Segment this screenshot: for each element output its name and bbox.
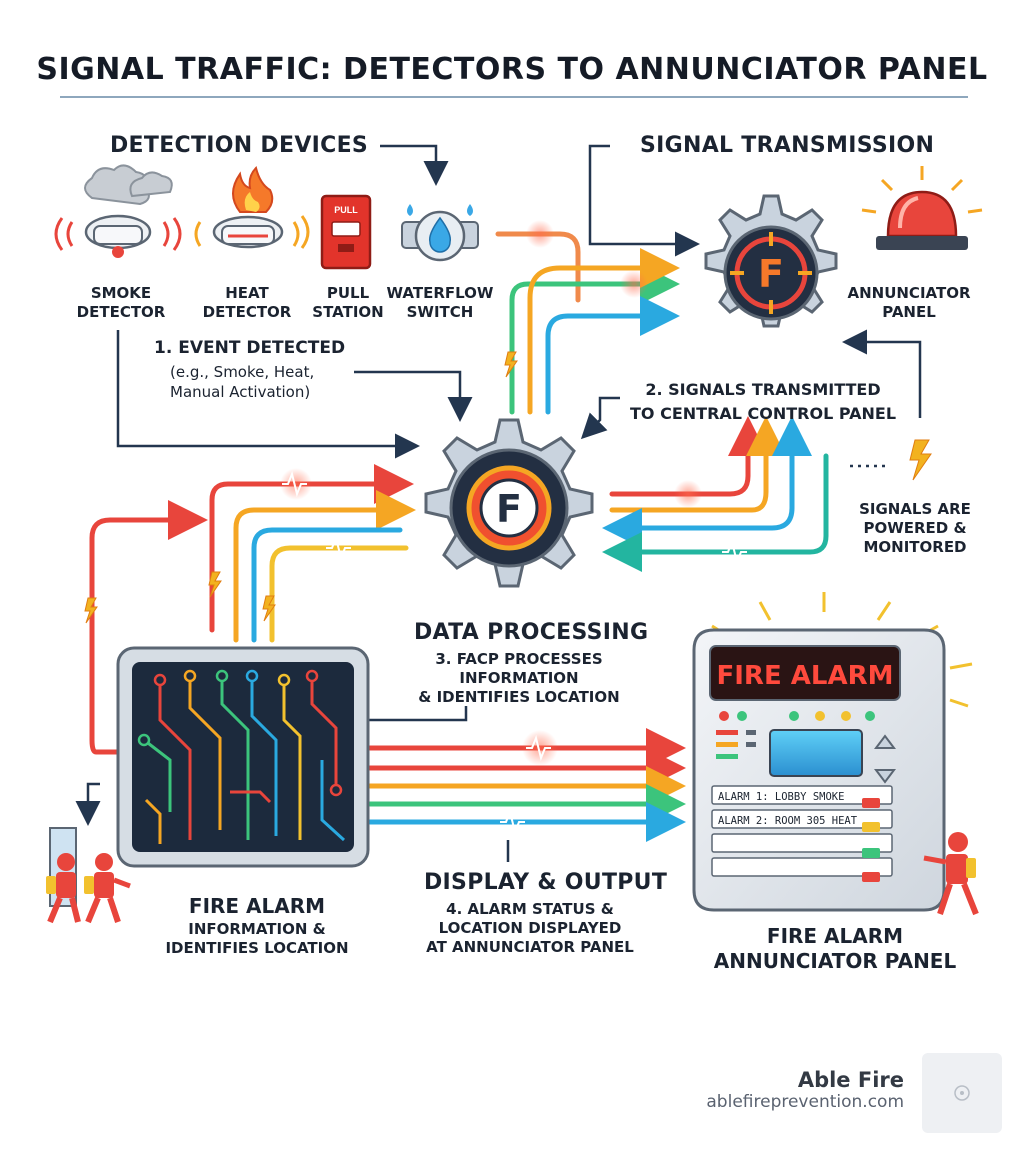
section-display-output: DISPLAY & OUTPUT bbox=[424, 870, 668, 895]
waterflow-switch-icon bbox=[401, 204, 479, 262]
lightning-icons bbox=[84, 351, 932, 624]
processing-gear-letter: F bbox=[496, 487, 522, 531]
pull-sign-text: PULL bbox=[334, 205, 358, 215]
panel-alarm-1: ALARM 1: LOBBY SMOKE bbox=[718, 791, 844, 803]
pull-station-label: PULL STATION bbox=[312, 284, 384, 321]
brand-block: Able Fire ablefireprevention.com bbox=[706, 1068, 904, 1112]
step-1-title: 1. EVENT DETECTED bbox=[154, 338, 346, 358]
brand-url[interactable]: ablefireprevention.com bbox=[706, 1092, 904, 1112]
circuit-board-icon bbox=[116, 646, 370, 868]
step-3-text: 3. FACP PROCESSES INFORMATION & IDENTIFI… bbox=[418, 650, 620, 706]
signal-lines-right bbox=[602, 416, 829, 572]
smoke-detector-label: SMOKE DETECTOR bbox=[76, 284, 166, 321]
page-title: SIGNAL TRAFFIC: DETECTORS TO ANNUNCIATOR… bbox=[36, 52, 988, 87]
fire-alarm-board-sub: INFORMATION & IDENTIFIES LOCATION bbox=[165, 920, 349, 957]
smoke-detector-icon bbox=[54, 164, 182, 258]
step-1-text: (e.g., Smoke, Heat, Manual Activation) bbox=[170, 363, 315, 401]
powered-monitored-text: SIGNALS ARE POWERED & MONITORED bbox=[859, 500, 971, 556]
signal-lines-left bbox=[89, 464, 416, 755]
section-signal-transmission: SIGNAL TRANSMISSION bbox=[640, 133, 935, 158]
signal-lines-top bbox=[495, 231, 680, 415]
annunciator-panel-title: FIRE ALARM ANNUNCIATOR PANEL bbox=[713, 924, 957, 973]
pull-station-icon bbox=[320, 194, 372, 270]
section-data-processing: DATA PROCESSING bbox=[414, 620, 649, 645]
section-detection-devices: DETECTION DEVICES bbox=[110, 133, 369, 158]
panel-alarm-2: ALARM 2: ROOM 305 HEAT bbox=[718, 815, 858, 827]
firefighter-icons bbox=[46, 827, 979, 924]
heat-detector-label: HEAT DETECTOR bbox=[202, 284, 292, 321]
signal-lines-bottom bbox=[367, 728, 686, 842]
panel-header-text: FIRE ALARM bbox=[717, 661, 894, 691]
annunciator-small-label: ANNUNCIATOR PANEL bbox=[847, 284, 971, 321]
brand-logo bbox=[922, 1053, 1002, 1133]
transmission-gear-icon bbox=[704, 194, 838, 328]
fire-alarm-board-title: FIRE ALARM bbox=[188, 894, 326, 918]
step-2-text: 2. SIGNALS TRANSMITTED TO CENTRAL CONTRO… bbox=[630, 380, 897, 423]
siren-icon bbox=[861, 166, 983, 250]
title-divider bbox=[60, 96, 968, 98]
processing-gear-icon bbox=[424, 418, 594, 588]
heat-detector-icon bbox=[194, 166, 310, 249]
annunciator-panel-icon bbox=[692, 592, 973, 912]
brand-name: Able Fire bbox=[797, 1068, 904, 1092]
shield-icon bbox=[954, 1085, 970, 1101]
signal-pulses bbox=[280, 220, 747, 836]
waterflow-switch-label: WATERFLOW SWITCH bbox=[386, 284, 494, 321]
step-4-text: 4. ALARM STATUS & LOCATION DISPLAYED AT … bbox=[426, 900, 634, 956]
flow-connectors bbox=[75, 144, 922, 862]
transmission-gear-letter: F bbox=[758, 252, 784, 296]
